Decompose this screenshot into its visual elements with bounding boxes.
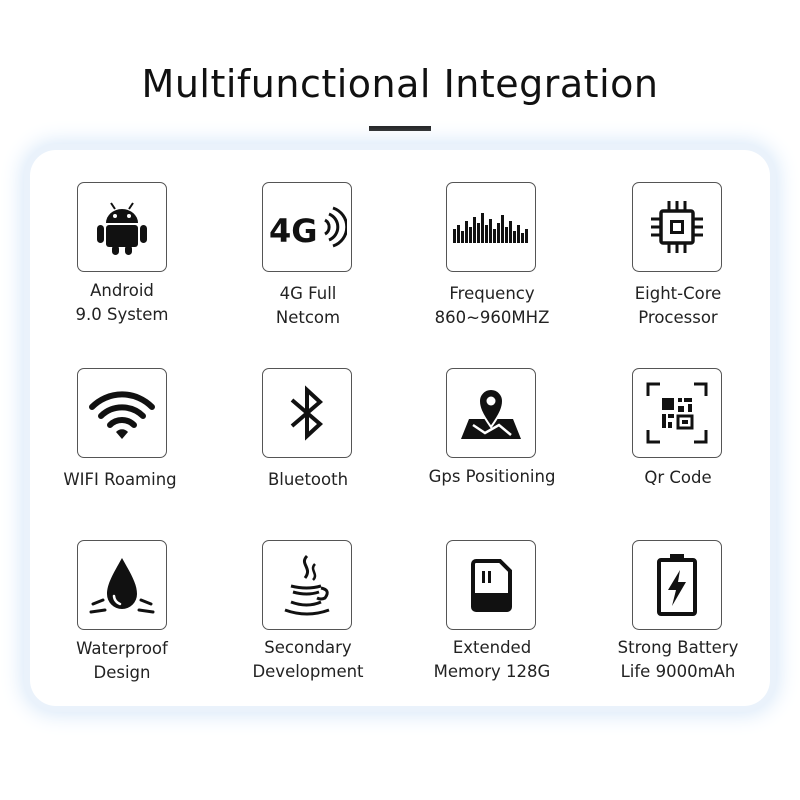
- feature-label: Extended Memory 128G: [433, 638, 551, 681]
- processor-chip-icon: [632, 182, 722, 272]
- 4g-signal-icon: 4G: [262, 182, 352, 272]
- feature-label: WIFI Roaming: [63, 470, 177, 489]
- feature-label: Waterproof Design: [76, 639, 168, 682]
- feature-label: Secondary Development: [252, 638, 364, 681]
- frequency-bars-icon: [446, 182, 536, 272]
- svg-text:4G: 4G: [269, 212, 318, 250]
- qr-code-icon: [632, 368, 722, 458]
- wifi-icon: [77, 368, 167, 458]
- feature-label: Gps Positioning: [428, 467, 556, 486]
- feature-label: Eight-Core Processor: [634, 284, 722, 327]
- feature-label: Bluetooth: [267, 470, 349, 489]
- android-icon: [77, 182, 167, 272]
- bluetooth-icon: [262, 368, 352, 458]
- java-cup-icon: [262, 540, 352, 630]
- title-underline: [369, 126, 431, 131]
- page-title: Multifunctional Integration: [141, 62, 659, 106]
- feature-label: Qr Code: [644, 468, 712, 487]
- feature-label: 4G Full Netcom: [275, 284, 341, 327]
- water-drop-icon: [77, 540, 167, 630]
- map-pin-icon: [446, 368, 536, 458]
- battery-charge-icon: [632, 540, 722, 630]
- sd-card-icon: [446, 540, 536, 630]
- feature-label: Frequency 860~960MHZ: [434, 284, 550, 327]
- feature-label: Strong Battery Life 9000mAh: [617, 638, 739, 681]
- feature-label: Android 9.0 System: [75, 281, 169, 324]
